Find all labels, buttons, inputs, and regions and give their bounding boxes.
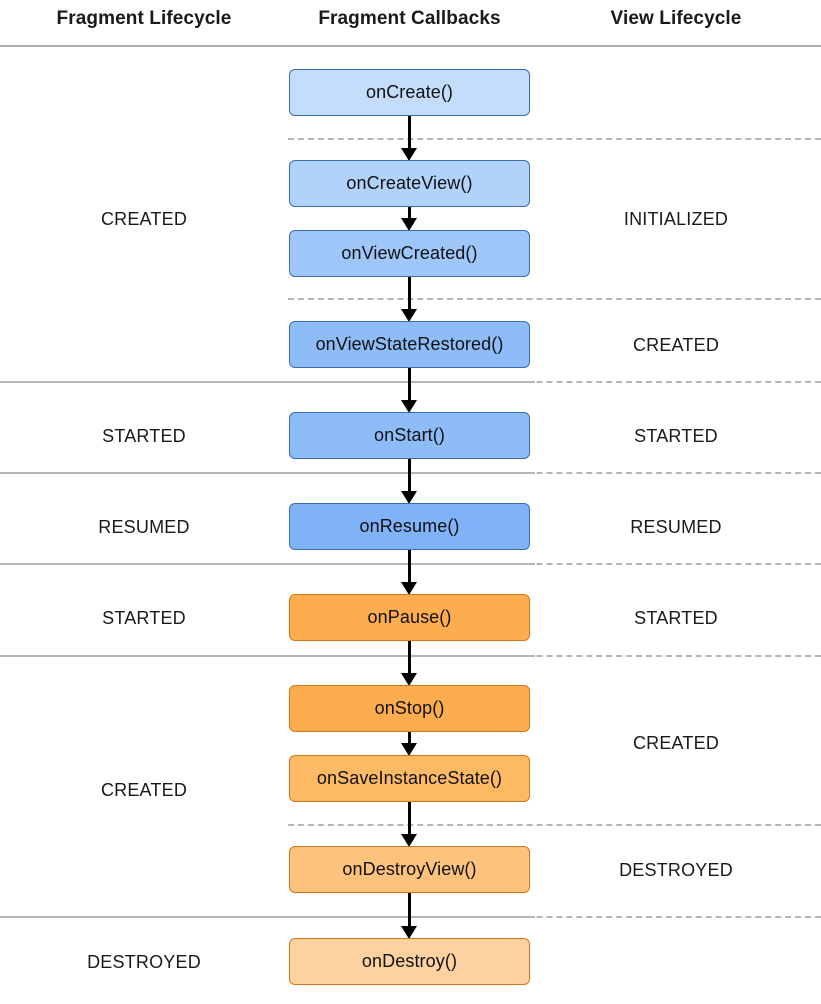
- fragment-state-label: CREATED: [100, 209, 188, 229]
- column-header-fragment-callbacks: Fragment Callbacks: [318, 8, 501, 29]
- fragment-state-divider: [0, 916, 535, 918]
- callback-box-on-view-state-restored[interactable]: onViewStateRestored(): [289, 321, 530, 368]
- arrow-head-icon: [401, 400, 417, 413]
- view-state-divider: [288, 824, 821, 826]
- view-state-label: INITIALIZED: [623, 209, 729, 229]
- view-state-label: DESTROYED: [619, 860, 733, 880]
- view-state-divider: [288, 381, 821, 383]
- view-state-divider: [288, 298, 821, 300]
- arrow-head-icon: [401, 926, 417, 939]
- arrow-shaft: [408, 550, 411, 583]
- fragment-state-divider: [0, 563, 535, 565]
- callback-box-on-stop[interactable]: onStop(): [289, 685, 530, 732]
- arrow-shaft: [408, 893, 411, 927]
- arrow-head-icon: [401, 743, 417, 756]
- column-header-fragment-lifecycle: Fragment Lifecycle: [56, 8, 232, 29]
- callback-box-on-create-view[interactable]: onCreateView(): [289, 160, 530, 207]
- arrow-shaft: [408, 368, 411, 401]
- arrow-shaft: [408, 732, 411, 744]
- fragment-state-label: DESTROYED: [87, 952, 201, 972]
- arrow-shaft: [408, 641, 411, 674]
- arrow-shaft: [408, 277, 411, 310]
- view-state-divider: [288, 138, 821, 140]
- view-state-divider: [288, 563, 821, 565]
- fragment-state-label: STARTED: [102, 426, 186, 446]
- arrow-shaft: [408, 207, 411, 219]
- callback-box-on-start[interactable]: onStart(): [289, 412, 530, 459]
- view-state-label: CREATED: [632, 733, 720, 753]
- arrow-head-icon: [401, 673, 417, 686]
- fragment-state-divider: [0, 472, 535, 474]
- view-state-divider: [288, 472, 821, 474]
- column-header-row: Fragment Lifecycle Fragment Callbacks Vi…: [0, 0, 821, 45]
- column-header-view-lifecycle: View Lifecycle: [610, 8, 742, 29]
- callback-box-on-destroy[interactable]: onDestroy(): [289, 938, 530, 985]
- callback-box-on-pause[interactable]: onPause(): [289, 594, 530, 641]
- arrow-shaft: [408, 802, 411, 835]
- arrow-head-icon: [401, 218, 417, 231]
- view-state-label: RESUMED: [630, 517, 722, 537]
- fragment-state-label: CREATED: [100, 780, 188, 800]
- arrow-shaft: [408, 116, 411, 149]
- fragment-state-divider: [0, 381, 535, 383]
- arrow-head-icon: [401, 582, 417, 595]
- callback-box-on-destroy-view[interactable]: onDestroyView(): [289, 846, 530, 893]
- view-state-label: CREATED: [632, 335, 720, 355]
- callback-box-on-save-instance-state[interactable]: onSaveInstanceState(): [289, 755, 530, 802]
- fragment-state-label: STARTED: [102, 608, 186, 628]
- arrow-head-icon: [401, 309, 417, 322]
- header-divider-rule: [0, 45, 821, 47]
- callback-box-on-view-created[interactable]: onViewCreated(): [289, 230, 530, 277]
- view-state-divider: [288, 655, 821, 657]
- view-state-divider: [288, 916, 821, 918]
- view-state-label: STARTED: [634, 608, 718, 628]
- fragment-state-divider: [0, 655, 535, 657]
- arrow-head-icon: [401, 491, 417, 504]
- arrow-head-icon: [401, 148, 417, 161]
- arrow-shaft: [408, 459, 411, 492]
- callback-box-on-resume[interactable]: onResume(): [289, 503, 530, 550]
- fragment-state-label: RESUMED: [98, 517, 190, 537]
- view-state-label: STARTED: [634, 426, 718, 446]
- callback-box-on-create[interactable]: onCreate(): [289, 69, 530, 116]
- arrow-head-icon: [401, 834, 417, 847]
